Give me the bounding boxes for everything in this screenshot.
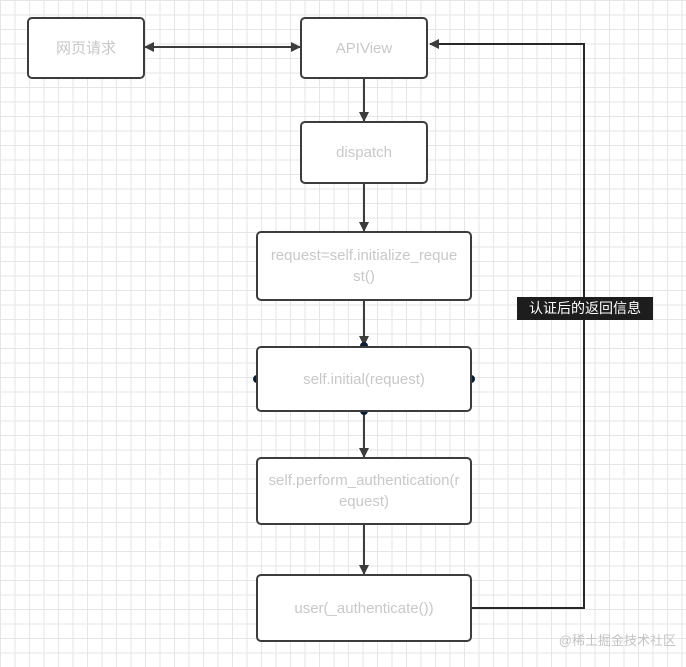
node-initialize-request-label: request=self.initialize_request() — [270, 247, 458, 285]
node-user-label: user(_authenticate()) — [294, 599, 434, 617]
edge-user-return-apiview — [429, 39, 585, 609]
node-apiview[interactable]: APIView — [300, 17, 428, 79]
node-initialize-request[interactable]: request=self.initialize_request() — [256, 231, 472, 301]
node-initial-label: self.initial(request) — [303, 370, 425, 388]
watermark: @稀土掘金技术社区 — [558, 633, 676, 648]
node-dispatch[interactable]: dispatch — [300, 121, 428, 184]
node-web-request-label: 网页请求 — [55, 39, 116, 57]
node-initial[interactable]: self.initial(request) — [256, 346, 472, 412]
node-perform-authentication[interactable]: self.perform_authentication(request) — [256, 457, 472, 525]
node-user[interactable]: user(_authenticate()) — [256, 574, 472, 642]
node-perform-authentication-label: self.perform_authentication(request) — [268, 472, 460, 510]
node-dispatch-label: dispatch — [336, 144, 392, 161]
return-edge-label: 认证后的返回信息 — [517, 297, 653, 320]
node-apiview-label: APIView — [335, 39, 393, 57]
node-web-request[interactable]: 网页请求 — [27, 17, 145, 79]
